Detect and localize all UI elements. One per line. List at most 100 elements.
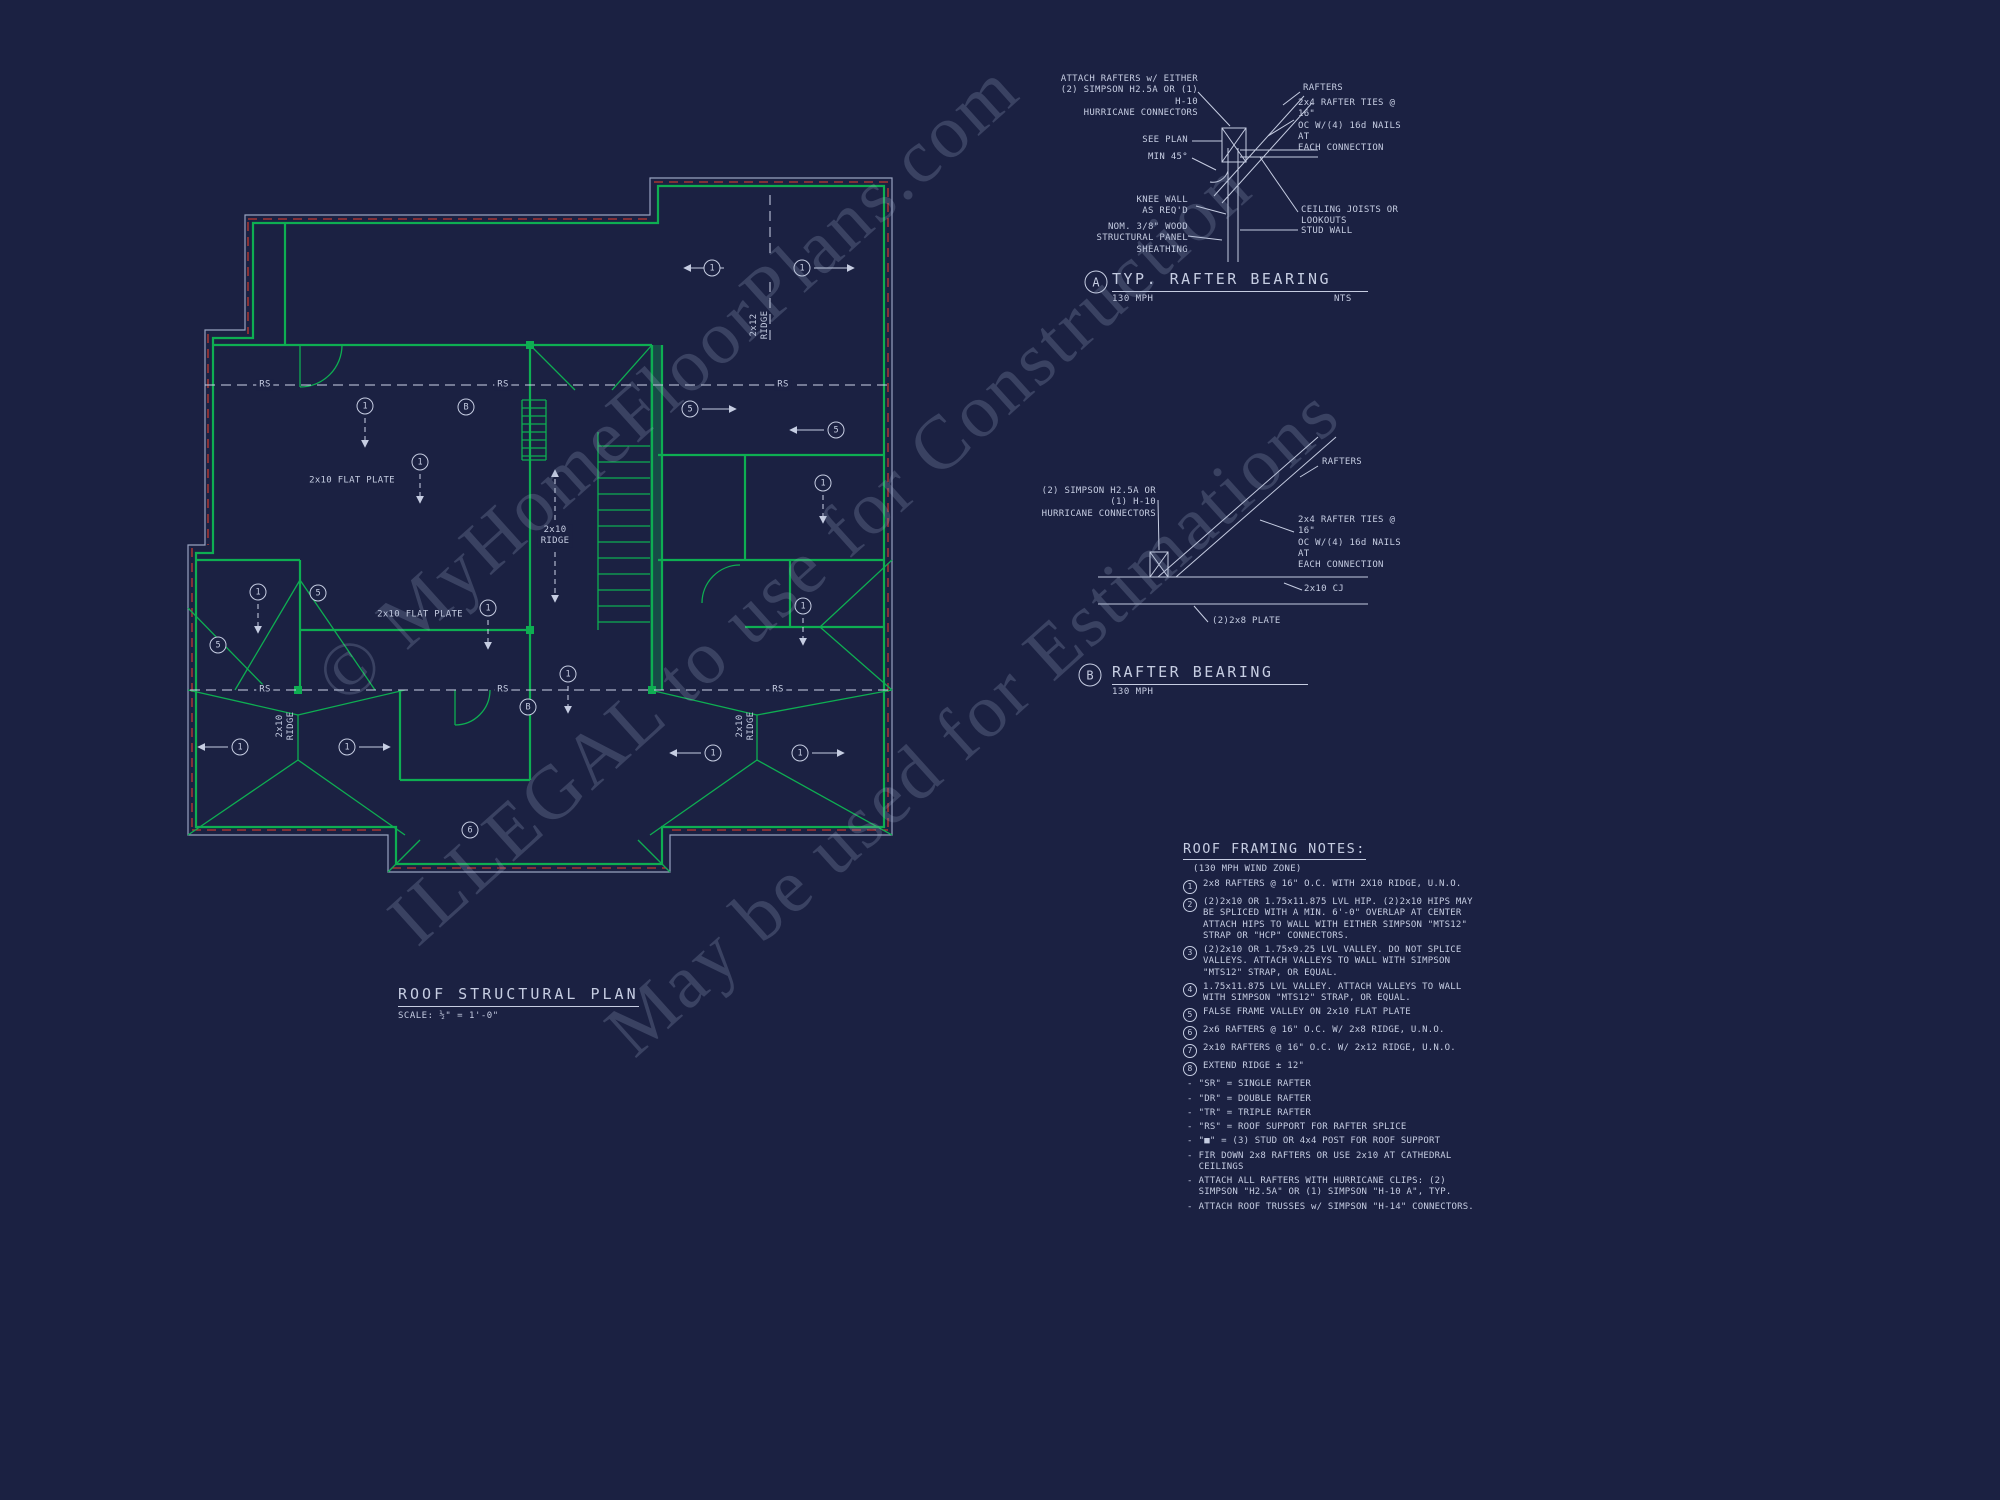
detail-a-sheathing-note: NOM. 3/8" WOOD STRUCTURAL PANEL SHEATHIN…: [1096, 222, 1188, 255]
callout-1: 1: [704, 744, 722, 762]
note-item: 6 2x6 RAFTERS @ 16" O.C. W/ 2x8 RIDGE, U…: [1183, 1025, 1489, 1041]
note-text: EXTEND RIDGE ± 12": [1203, 1061, 1305, 1072]
bullet-dash: -: [1187, 1176, 1193, 1186]
note-number-circle: 7: [1183, 1044, 1197, 1059]
callout-1: 1: [411, 453, 429, 471]
roof-lines-green: [187, 344, 893, 873]
note-number-circle: 2: [1183, 898, 1197, 912]
bullet-text: FIR DOWN 2x8 RAFTERS OR USE 2x10 AT CATH…: [1198, 1150, 1452, 1172]
detail-b-rafter-ties-note: 2x4 RAFTER TIES @ 16" OC W/(4) 16d NAILS…: [1298, 515, 1401, 570]
detail-a-min-45-label: MIN 45°: [1147, 152, 1188, 162]
callout-1: 1: [793, 259, 811, 277]
scale-note: SCALE: ½" = 1'-0": [398, 1011, 499, 1021]
ridge-label-2x10: 2x10 RIDGE: [537, 524, 573, 548]
note-text: 2x8 RAFTERS @ 16" O.C. WITH 2X10 RIDGE, …: [1203, 879, 1462, 889]
callout-b: B: [457, 398, 475, 416]
bullet-text: "RS" = ROOF SUPPORT FOR RAFTER SPLICE: [1198, 1122, 1407, 1132]
detail-a-attach-rafters-note: ATTACH RAFTERS w/ EITHER (2) SIMPSON H2.…: [1060, 74, 1198, 118]
rafter-direction-arrows: [197, 264, 855, 757]
bullet-dash: -: [1187, 1150, 1193, 1161]
ridge-label-2x12: 2x12 RIDGE: [748, 310, 770, 340]
note-text: 2x6 RAFTERS @ 16" O.C. W/ 2x8 RIDGE, U.N…: [1203, 1025, 1445, 1036]
note-bullet: - "DR" = DOUBLE RAFTER: [1183, 1094, 1489, 1105]
callout-1: 1: [814, 474, 832, 492]
bullet-text: ATTACH ALL RAFTERS WITH HURRICANE CLIPS:…: [1198, 1176, 1452, 1198]
callout-1: 1: [791, 744, 809, 762]
note-number-circle: 5: [1183, 1008, 1197, 1023]
note-item: 7 2x10 RAFTERS @ 16" O.C. W/ 2x12 RIDGE,…: [1183, 1043, 1489, 1059]
detail-b-title: RAFTER BEARING: [1112, 663, 1308, 685]
notes-subtitle: (130 MPH WIND ZONE): [1193, 864, 1302, 874]
detail-a-knee-wall-label: KNEE WALL AS REQ'D: [1136, 195, 1188, 217]
callout-1: 1: [479, 599, 497, 617]
rs-label: RS: [774, 379, 792, 391]
note-number-circle: 4: [1183, 982, 1197, 997]
callout-5: 5: [309, 584, 327, 602]
detail-a-mph: 130 MPH: [1112, 294, 1154, 304]
bullet-dash: -: [1187, 1093, 1193, 1104]
note-bullet: - "SR" = SINGLE RAFTER: [1183, 1079, 1489, 1090]
dashed-centerlines: [190, 195, 888, 691]
callout-5: 5: [209, 636, 227, 654]
note-text: (2)2x10 OR 1.75x11.875 LVL HIP. (2)2x10 …: [1203, 897, 1473, 941]
bearing-lines-red: [191, 181, 889, 869]
note-text: 1.75x11.875 LVL VALLEY. ATTACH VALLEYS T…: [1203, 981, 1462, 1003]
detail-a-linework: [1187, 91, 1318, 262]
note-item: 8 EXTEND RIDGE ± 12": [1183, 1061, 1489, 1077]
detail-a-rafters-label: RAFTERS: [1303, 83, 1344, 93]
callout-5: 5: [827, 421, 845, 439]
note-number-circle: 6: [1183, 1026, 1197, 1041]
note-text: 2x10 RAFTERS @ 16" O.C. W/ 2x12 RIDGE, U…: [1203, 1043, 1456, 1054]
flat-plate-label: 2x10 FLAT PLATE: [377, 609, 463, 620]
detail-a-stud-wall-label: STUD WALL: [1301, 226, 1353, 236]
bullet-text: "TR" = TRIPLE RAFTER: [1198, 1107, 1311, 1118]
notes-title: ROOF FRAMING NOTES:: [1183, 841, 1366, 860]
bullet-dash: -: [1187, 1201, 1193, 1212]
rs-label: RS: [769, 684, 787, 696]
note-bullet: - FIR DOWN 2x8 RAFTERS OR USE 2x10 AT CA…: [1183, 1151, 1489, 1174]
page-title: ROOF STRUCTURAL PLAN: [398, 985, 639, 1007]
note-bullet: - "TR" = TRIPLE RAFTER: [1183, 1108, 1489, 1119]
bullet-text: "DR" = DOUBLE RAFTER: [1198, 1093, 1311, 1104]
callout-5: 5: [681, 400, 699, 418]
callout-6: 6: [461, 821, 479, 839]
rs-label: RS: [256, 684, 274, 696]
callout-1: 1: [231, 738, 249, 756]
callout-b: B: [519, 698, 537, 716]
bullet-dash: -: [1187, 1122, 1193, 1132]
callout-1: 1: [794, 597, 812, 615]
ridge-arrows: [254, 418, 827, 714]
detail-b-reference-circle: B: [1078, 663, 1102, 687]
ridge-label-2x10: 2x10 RIDGE: [274, 711, 296, 741]
callout-1: 1: [559, 665, 577, 683]
note-bullet: - "RS" = ROOF SUPPORT FOR RAFTER SPLICE: [1183, 1122, 1489, 1133]
rs-label: RS: [256, 379, 274, 391]
note-number-circle: 3: [1183, 946, 1197, 960]
note-text: FALSE FRAME VALLEY ON 2x10 FLAT PLATE: [1203, 1007, 1411, 1018]
detail-a-reference-circle: A: [1084, 270, 1108, 294]
detail-b-simpson-note: (2) SIMPSON H2.5A OR (1) H-10 HURRICANE …: [1041, 486, 1156, 519]
walls-green: [194, 184, 886, 866]
bullet-dash: -: [1187, 1079, 1193, 1090]
detail-a-nts: NTS: [1334, 294, 1352, 304]
note-item: 4 1.75x11.875 LVL VALLEY. ATTACH VALLEYS…: [1183, 982, 1489, 1005]
callout-1: 1: [249, 583, 267, 601]
bullet-text: ATTACH ROOF TRUSSES w/ SIMPSON "H-14" CO…: [1198, 1201, 1474, 1212]
bullet-text: "■" = (3) STUD OR 4x4 POST FOR ROOF SUPP…: [1198, 1136, 1441, 1147]
note-text: (2)2x10 OR 1.75x9.25 LVL VALLEY. DO NOT …: [1203, 945, 1462, 978]
detail-b-plate-label: (2)2x8 PLATE: [1212, 616, 1281, 626]
rs-label: RS: [494, 684, 512, 696]
detail-b-cj-label: 2x10 CJ: [1304, 584, 1345, 594]
detail-a-ceiling-joists-label: CEILING JOISTS OR LOOKOUTS: [1301, 205, 1399, 227]
note-number-circle: 8: [1183, 1062, 1197, 1077]
note-item: 1 2x8 RAFTERS @ 16" O.C. WITH 2X10 RIDGE…: [1183, 879, 1489, 894]
note-number-circle: 1: [1183, 880, 1197, 894]
detail-a-title: TYP. RAFTER BEARING: [1112, 270, 1368, 292]
detail-a-rafter-ties-note: 2x4 RAFTER TIES @ 16" OC W/(4) 16d NAILS…: [1298, 98, 1401, 153]
callout-1: 1: [356, 397, 374, 415]
detail-b-mph: 130 MPH: [1112, 687, 1154, 697]
detail-a-see-plan-label: SEE PLAN: [1142, 135, 1188, 145]
note-item: 5 FALSE FRAME VALLEY ON 2x10 FLAT PLATE: [1183, 1007, 1489, 1023]
detail-b-rafters-label: RAFTERS: [1322, 457, 1363, 467]
